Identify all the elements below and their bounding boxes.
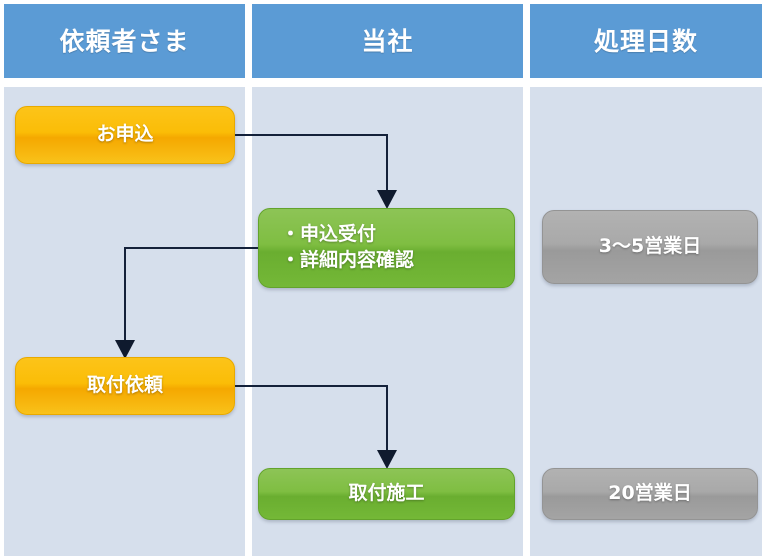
header-column-processing-days: 処理日数: [530, 4, 762, 78]
node-install-request-label: 取付依頼: [86, 374, 163, 397]
header-column-requester: 依頼者さま: [4, 4, 245, 78]
node-processing-days-1-label: 3〜5営業日: [598, 235, 702, 258]
node-install-work[interactable]: 取付施工: [258, 468, 515, 520]
node-receipt-label: ・申込受付 ・詳細内容確認: [281, 223, 415, 271]
node-apply-label: お申込: [96, 123, 154, 146]
header-column-company: 当社: [252, 4, 523, 78]
node-processing-days-2-label: 20営業日: [608, 482, 692, 505]
node-install-work-label: 取付施工: [348, 482, 425, 505]
node-processing-days-1[interactable]: 3〜5営業日: [542, 210, 758, 284]
header-column-requester-label: 依頼者さま: [59, 26, 190, 56]
node-install-request[interactable]: 取付依頼: [15, 357, 235, 415]
header-band: 依頼者さま 当社 処理日数: [0, 0, 780, 82]
node-apply[interactable]: お申込: [15, 106, 235, 164]
header-column-company-label: 当社: [361, 26, 414, 56]
node-processing-days-2[interactable]: 20営業日: [542, 468, 758, 520]
node-receipt[interactable]: ・申込受付 ・詳細内容確認: [258, 208, 515, 288]
header-column-processing-days-label: 処理日数: [593, 26, 698, 56]
